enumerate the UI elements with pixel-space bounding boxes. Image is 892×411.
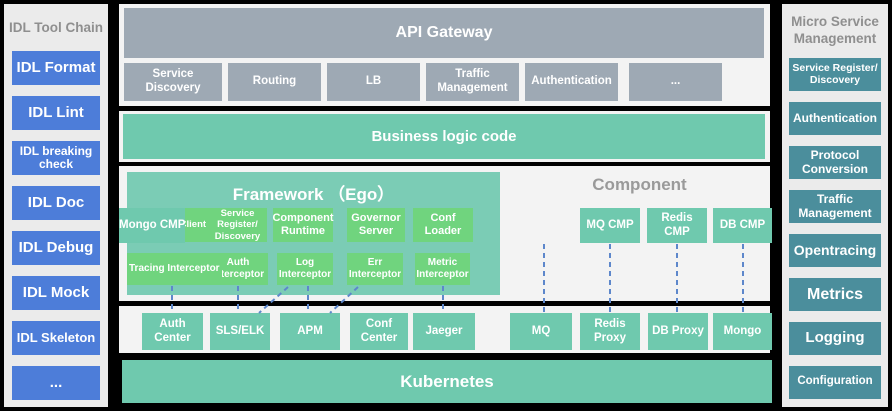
api-gateway-features-row: Service Discovery Routing LB Traffic Man… [124, 63, 722, 101]
idl-debug-box: IDL Debug [12, 230, 100, 265]
auth-center-box: Auth Center [142, 313, 203, 350]
jaeger-box: Jaeger [413, 313, 475, 350]
traffic-management-feature-box: Traffic Management [426, 63, 519, 101]
framework-component-panel: Framework （Ego） Service Register/ Discov… [119, 166, 772, 301]
business-logic-panel: Business logic code [119, 111, 770, 162]
lb-box: LB [327, 63, 420, 101]
fw-component-runtime-box: Component Runtime [272, 208, 334, 242]
mongo-cmp-box: Mongo CMP [119, 208, 186, 243]
tracing-interceptor-box: Tracing Interceptor [127, 253, 222, 285]
idl-mock-box: IDL Mock [12, 275, 100, 310]
idl-doc-box: IDL Doc [12, 185, 100, 220]
log-interceptor-box: Log Interceptor [277, 253, 333, 285]
component-title: Component [592, 175, 687, 194]
framework-ego-title: Framework （Ego） [232, 185, 395, 204]
routing-box: Routing [228, 63, 321, 101]
mq-box: MQ [510, 313, 572, 350]
db-proxy-box: DB Proxy [648, 313, 708, 350]
db-cmp-box: DB CMP [713, 208, 772, 243]
metric-interceptor-box: Metric Interceptor [415, 253, 470, 285]
service-discovery-box: Service Discovery [124, 63, 222, 101]
configuration-box: Configuration [789, 365, 881, 399]
apm-box: APM [280, 313, 340, 350]
authentication-box: Authentication [789, 101, 881, 135]
microservice-management-sidebar: Micro Service Management Service Registe… [782, 4, 888, 407]
idl-more-box: ... [12, 365, 100, 400]
mq-cmp-box: MQ CMP [580, 208, 640, 243]
mongo-box: Mongo [713, 313, 772, 350]
api-gateway-panel: API Gateway Service Discovery Routing LB… [119, 4, 770, 106]
idl-lint-box: IDL Lint [12, 95, 100, 130]
fw-governor-server-box: Governor Server [347, 208, 405, 242]
api-gateway-bar: API Gateway [124, 8, 764, 58]
logging-box: Logging [789, 321, 881, 355]
authentication-feature-box: Authentication [525, 63, 618, 101]
infrastructure-strip: Auth Center SLS/ELK APM Conf Center Jaeg… [119, 306, 772, 353]
service-register-discovery-box: Service Register/ Discovery [789, 57, 881, 91]
redis-cmp-box: Redis CMP [647, 208, 707, 243]
err-interceptor-box: Err Interceptor [347, 253, 403, 285]
kubernetes-bar: Kubernetes [122, 360, 772, 403]
idl-skeleton-box: IDL Skeleton [12, 320, 100, 355]
opentracing-box: Opentracing [789, 233, 881, 267]
fw-service-register-discovery-box: Service Register/ Discovery [208, 208, 267, 242]
microservice-management-title: Micro Service Management [791, 14, 879, 46]
traffic-management-box: Traffic Management [789, 189, 881, 223]
framework-ego-panel: Framework （Ego） Service Register/ Discov… [127, 172, 500, 295]
conf-center-box: Conf Center [350, 313, 408, 350]
metrics-box: Metrics [789, 277, 881, 311]
redis-proxy-box: Redis Proxy [580, 313, 640, 350]
idl-toolchain-sidebar: IDL Tool Chain IDL Format IDL Lint IDL b… [4, 4, 108, 407]
protocol-conversion-box: Protocol Conversion [789, 145, 881, 179]
business-logic-bar: Business logic code [123, 114, 765, 159]
idl-toolchain-title: IDL Tool Chain [9, 20, 103, 35]
gateway-more-box: ... [629, 63, 722, 101]
idl-breaking-check-box: IDL breaking check [12, 140, 100, 175]
fw-conf-loader-box: Conf Loader [413, 208, 473, 242]
sls-elk-box: SLS/ELK [210, 313, 270, 350]
idl-format-box: IDL Format [12, 50, 100, 85]
